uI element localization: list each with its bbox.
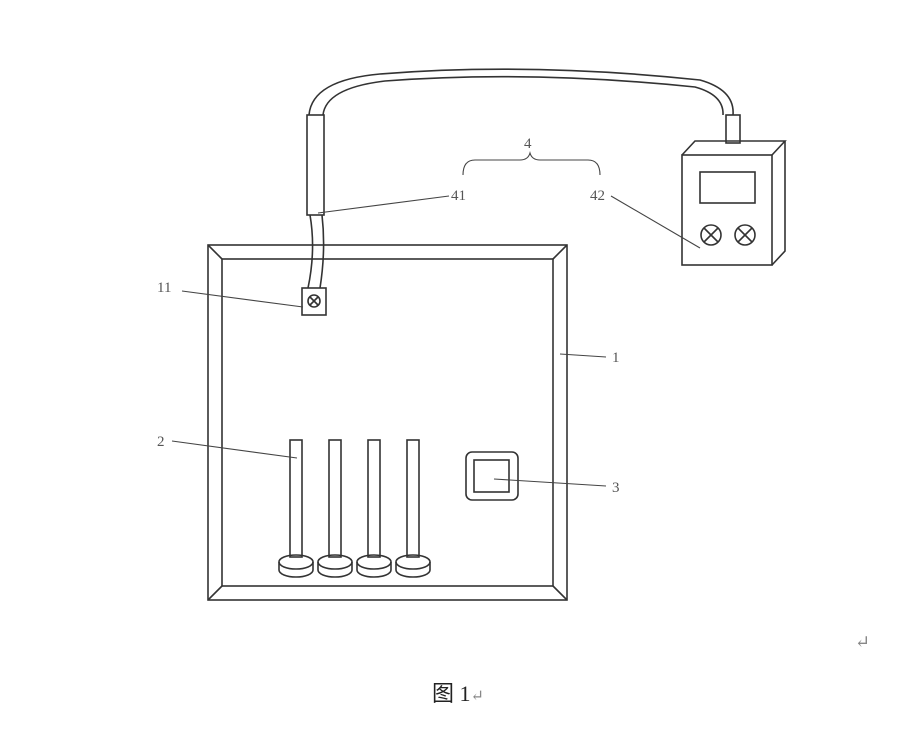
leader-lines: [171, 195, 701, 487]
sensor: [465, 451, 519, 501]
cable: [306, 68, 734, 289]
caption-return-mark: ↵: [470, 688, 484, 705]
label-rods: 2: [157, 434, 165, 450]
knob-icon: [700, 224, 722, 246]
return-mark: ↵: [855, 632, 871, 652]
label-device-group: 4: [524, 136, 532, 152]
meter-screen: [699, 171, 756, 204]
label-probe: 41: [451, 188, 466, 204]
caption-text: 图 1: [432, 681, 471, 706]
label-connector: 11: [157, 280, 171, 296]
connector-box: [301, 287, 327, 316]
brace: [462, 151, 601, 176]
label-meter: 42: [590, 188, 605, 204]
label-frame: 1: [612, 350, 620, 366]
frame: [207, 244, 568, 601]
knob-icon: [734, 224, 756, 246]
rods: [278, 439, 431, 578]
figure-caption: 图 1↵: [432, 676, 484, 708]
label-sensor: 3: [612, 480, 620, 496]
meter-device: [681, 114, 787, 266]
